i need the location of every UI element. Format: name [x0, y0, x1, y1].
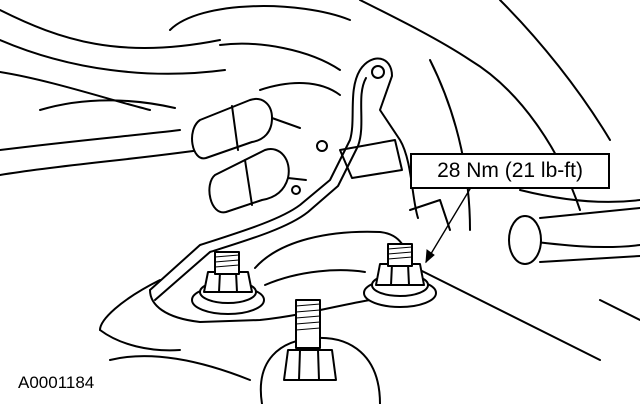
- torque-callout: 28 Nm (21 lb-ft): [410, 153, 610, 189]
- left-mount-nut: [191, 251, 265, 315]
- lower-left-contours: [99, 279, 251, 381]
- right-mount-nut: [363, 243, 437, 308]
- hose-lines: [0, 5, 351, 176]
- connector-plugs: [191, 98, 307, 214]
- mount-bracket: [149, 57, 451, 323]
- callout-leader: [425, 188, 471, 264]
- figure-id: A0001184: [18, 373, 95, 392]
- lower-mount-stud: [259, 299, 381, 404]
